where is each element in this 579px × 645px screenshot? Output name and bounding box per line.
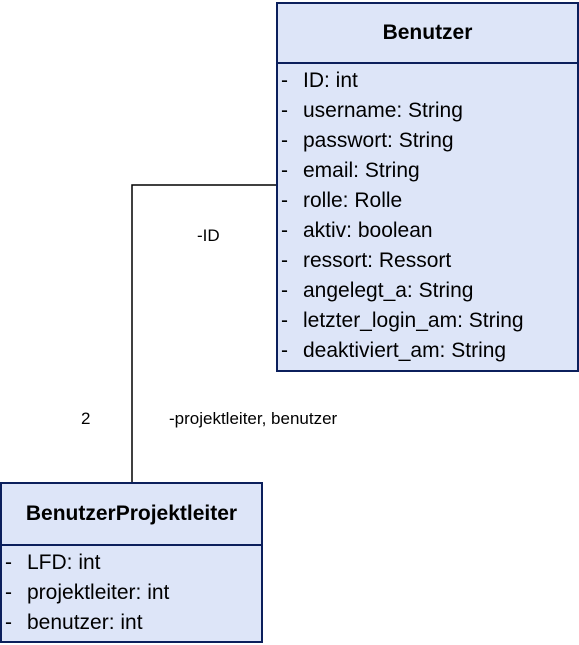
attribute-dash: - [5, 611, 12, 634]
attribute-dash: - [281, 339, 288, 362]
attribute-deaktiviert: -deaktiviert_am: String [278, 336, 577, 366]
attribute-dash: - [281, 249, 288, 272]
attribute-text: ressort: Ressort [303, 249, 452, 272]
attribute-dash: - [281, 69, 288, 92]
attribute-aktiv: -aktiv: boolean [278, 216, 577, 246]
multiplicity-label: 2 [81, 409, 91, 428]
attribute-dash: - [281, 309, 288, 332]
class-name-benutzer-projektleiter: BenutzerProjektleiter [2, 484, 261, 546]
attribute-dash: - [281, 129, 288, 152]
association-path [131, 184, 276, 482]
role-label-projektleiter-benutzer: -projektleiter, benutzer [169, 409, 338, 428]
attribute-projektleiter: -projektleiter: int [2, 578, 261, 608]
attribute-text: benutzer: int [27, 611, 143, 634]
attribute-rolle: -rolle: Rolle [278, 186, 577, 216]
attribute-list-benutzer: -ID: int -username: String -passwort: St… [278, 64, 577, 366]
attribute-text: letzter_login_am: String [303, 309, 524, 332]
attribute-text: passwort: String [303, 129, 454, 152]
attribute-dash: - [281, 279, 288, 302]
attribute-email: -email: String [278, 156, 577, 186]
role-label-id: -ID [197, 226, 220, 245]
attribute-id: -ID: int [278, 66, 577, 96]
attribute-dash: - [281, 99, 288, 122]
attribute-text: angelegt_a: String [303, 279, 474, 302]
attribute-dash: - [281, 189, 288, 212]
attribute-list-benutzer-projektleiter: -LFD: int -projektleiter: int -benutzer:… [2, 546, 261, 638]
attribute-dash: - [5, 551, 12, 574]
class-benutzer-projektleiter[interactable]: BenutzerProjektleiter -LFD: int -projekt… [0, 482, 263, 643]
attribute-text: username: String [303, 99, 463, 122]
attribute-passwort: -passwort: String [278, 126, 577, 156]
class-benutzer[interactable]: Benutzer -ID: int -username: String -pas… [276, 2, 579, 372]
attribute-ressort: -ressort: Ressort [278, 246, 577, 276]
attribute-dash: - [281, 159, 288, 182]
attribute-dash: - [281, 219, 288, 242]
attribute-lfd: -LFD: int [2, 548, 261, 578]
attribute-text: deaktiviert_am: String [303, 339, 507, 362]
class-name-benutzer: Benutzer [278, 4, 577, 64]
attribute-text: email: String [303, 159, 420, 182]
attribute-text: LFD: int [27, 551, 101, 574]
attribute-text: ID: int [303, 69, 358, 92]
attribute-username: -username: String [278, 96, 577, 126]
attribute-dash: - [5, 581, 12, 604]
attribute-benutzer: -benutzer: int [2, 608, 261, 638]
attribute-text: projektleiter: int [27, 581, 170, 604]
attribute-letzter-login: -letzter_login_am: String [278, 306, 577, 336]
attribute-text: aktiv: boolean [303, 219, 433, 242]
attribute-text: rolle: Rolle [303, 189, 403, 212]
attribute-angelegt: -angelegt_a: String [278, 276, 577, 306]
